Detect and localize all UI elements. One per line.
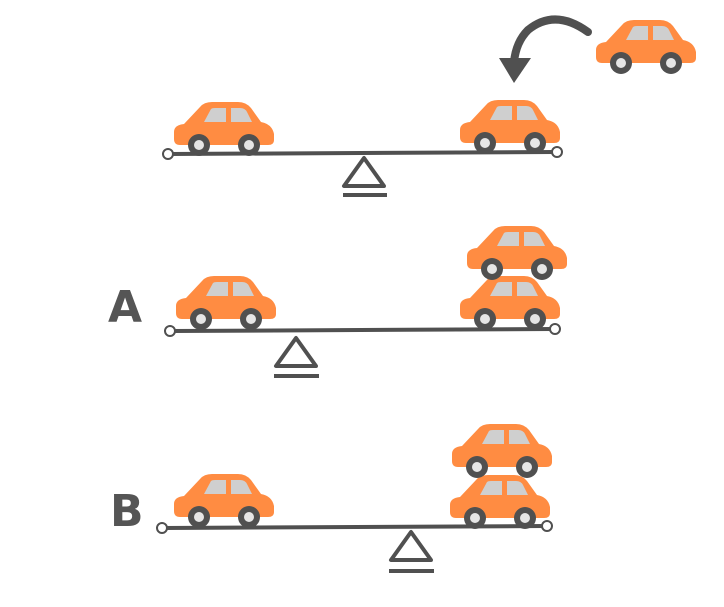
seesaw-beam [163,524,546,530]
seesaw-beam [171,327,554,333]
beam-end-right [541,520,553,532]
triangle-fulcrum-icon [389,530,433,562]
car-icon-left [176,276,276,330]
car-icon-right-bottom [460,276,560,330]
car-icon-left [174,102,274,156]
car-icon-right-bottom [450,475,550,529]
seesaw-option-b: B [110,424,553,573]
beam-end-right [551,146,563,158]
beam-end-left [162,148,174,160]
triangle-fulcrum-icon [342,156,386,188]
car-icon-right-top [467,226,567,280]
car-icon-incoming [596,20,696,74]
seesaw-option-a: A [108,226,567,378]
seesaw-top [162,100,563,197]
beam-end-left [164,325,176,337]
option-label-a: A [108,282,142,333]
triangle-fulcrum-icon [274,336,318,368]
curved-arrow-icon [499,15,592,83]
beam-end-right [549,323,561,335]
car-icon-right-top [452,424,552,478]
car-icon-left [174,474,274,528]
option-label-b: B [110,486,144,537]
car-icon-right [460,100,560,154]
beam-end-left [156,522,168,534]
seesaw-beam [169,150,556,156]
